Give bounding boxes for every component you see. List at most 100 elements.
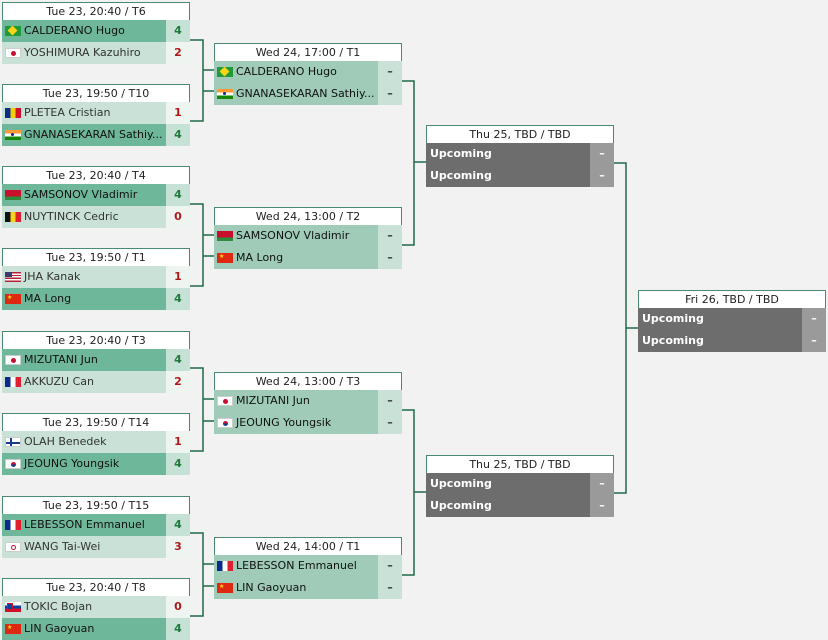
player-score: – [378, 61, 402, 83]
cn-flag-icon: ★ [5, 624, 21, 634]
player-score: 4 [166, 453, 190, 475]
player-row[interactable]: Upcoming– [638, 308, 826, 330]
player-score: 4 [166, 349, 190, 371]
player-score: 2 [166, 42, 190, 64]
player-name: PLETEA Cristian [24, 106, 111, 119]
match-header: Thu 25, TBD / TBD [426, 455, 614, 473]
player-row[interactable]: JEOUNG Youngsik– [214, 412, 402, 434]
player-score: 4 [166, 618, 190, 640]
match-header: Tue 23, 20:40 / T4 [2, 166, 190, 184]
player-name: LEBESSON Emmanuel [24, 518, 145, 531]
player-name: Upcoming [430, 477, 492, 490]
player-row[interactable]: SAMSONOV Vladimir – [214, 225, 402, 247]
player-score: – [378, 225, 402, 247]
player-score: 1 [166, 102, 190, 124]
jp-flag-icon [217, 396, 233, 406]
in-flag-icon [217, 89, 233, 99]
player-row[interactable]: LEBESSON Emmanuel– [214, 555, 402, 577]
match-card[interactable]: Thu 25, TBD / TBD Upcoming – Upcoming – [426, 455, 614, 517]
player-row[interactable]: GNANASEKARAN Sathiy...– [214, 83, 402, 105]
player-score: 4 [166, 184, 190, 206]
jp-flag-icon [5, 48, 21, 58]
match-header: Tue 23, 20:40 / T8 [2, 578, 190, 596]
player-score: 1 [166, 266, 190, 288]
player-row[interactable]: ★MA Long 4 [2, 288, 190, 310]
match-header: Tue 23, 19:50 / T15 [2, 496, 190, 514]
player-row[interactable]: Upcoming– [638, 330, 826, 352]
player-name: CALDERANO Hugo [236, 65, 337, 78]
cn-flag-icon: ★ [5, 294, 21, 304]
player-row[interactable]: ★MA Long– [214, 247, 402, 269]
player-row[interactable]: MIZUTANI Jun 4 [2, 349, 190, 371]
player-score: – [378, 390, 402, 412]
player-score: – [802, 330, 826, 352]
be-flag-icon [5, 212, 21, 222]
player-name: SAMSONOV Vladimir [24, 188, 138, 201]
player-row[interactable]: ★LIN Gaoyuan 4 [2, 618, 190, 640]
player-score: – [590, 165, 614, 187]
br-flag-icon [217, 67, 233, 77]
player-score: – [590, 473, 614, 495]
player-score: 4 [166, 288, 190, 310]
player-score: – [590, 143, 614, 165]
player-row[interactable]: PLETEA Cristian 1 [2, 102, 190, 124]
match-card[interactable]: Wed 24, 17:00 / T1 CALDERANO Hugo –GNANASE… [214, 43, 402, 105]
player-name: TOKIC Bojan [24, 600, 93, 613]
player-row[interactable]: Upcoming – [426, 143, 614, 165]
player-name: Upcoming [430, 499, 492, 512]
br-flag-icon [5, 26, 21, 36]
player-score: – [378, 412, 402, 434]
match-header: Tue 23, 19:50 / T10 [2, 84, 190, 102]
player-score: – [590, 495, 614, 517]
player-row[interactable]: CALDERANO Hugo – [214, 61, 402, 83]
player-row[interactable]: SAMSONOV Vladimir 4 [2, 184, 190, 206]
player-name: Upcoming [430, 147, 492, 160]
us-flag-icon [5, 272, 21, 282]
player-row[interactable]: GNANASEKARAN Sathiy...4 [2, 124, 190, 146]
player-name: LIN Gaoyuan [24, 622, 95, 635]
player-row[interactable]: ★LIN Gaoyuan– [214, 577, 402, 599]
match-header: Tue 23, 19:50 / T14 [2, 413, 190, 431]
player-row[interactable]: Upcoming – [426, 495, 614, 517]
tpe-flag-icon [5, 542, 21, 552]
player-row[interactable]: NUYTINCK Cedric 0 [2, 206, 190, 228]
match-header: Tue 23, 19:50 / T1 [2, 248, 190, 266]
player-name: SAMSONOV Vladimir [236, 229, 350, 242]
player-row[interactable]: Upcoming – [426, 165, 614, 187]
player-score: – [378, 555, 402, 577]
player-score: 0 [166, 206, 190, 228]
player-name: MIZUTANI Jun [24, 353, 98, 366]
ro-flag-icon [5, 108, 21, 118]
player-name: NUYTINCK Cedric [24, 210, 119, 223]
player-name: Upcoming [430, 169, 492, 182]
player-row[interactable]: MIZUTANI Jun– [214, 390, 402, 412]
player-score: 1 [166, 431, 190, 453]
player-name: MA Long [24, 292, 72, 305]
by-flag-icon [5, 190, 21, 200]
player-name: GNANASEKARAN Sathiy... [24, 128, 163, 141]
player-row[interactable]: Upcoming – [426, 473, 614, 495]
match-header: Wed 24, 17:00 / T1 [214, 43, 402, 61]
